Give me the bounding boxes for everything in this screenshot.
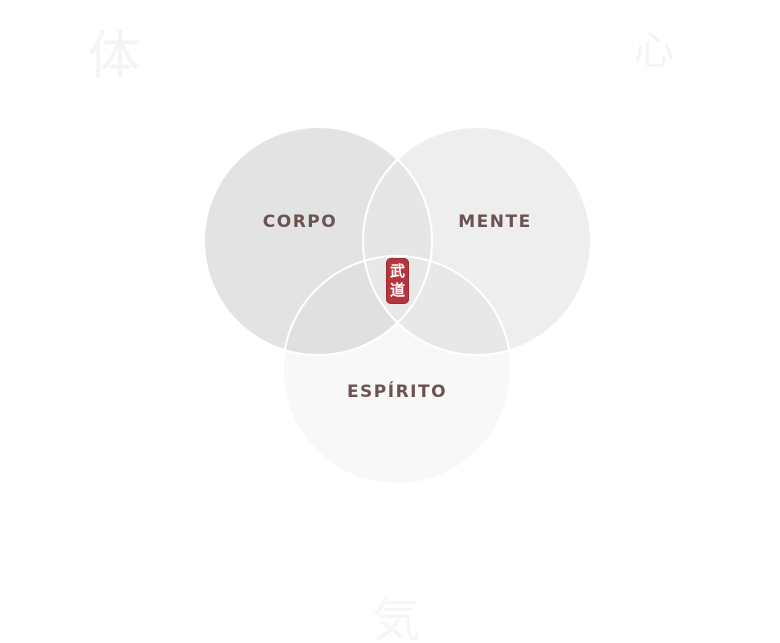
seal-char-top: 武 <box>389 262 405 280</box>
overlap-corpo-espirito <box>283 256 432 355</box>
outline-espirito <box>282 255 512 485</box>
seal-char-bottom: 道 <box>389 281 405 299</box>
label-mente: MENTE <box>458 212 531 232</box>
background-kanji-top-left: 体 <box>88 27 141 87</box>
background-kanji-bottom-center: 気 <box>372 592 421 643</box>
outline-mente <box>362 126 592 356</box>
background-kanji-top-right: 心 <box>634 28 674 74</box>
label-espirito: ESPÍRITO <box>347 380 447 402</box>
outline-corpo <box>203 126 433 356</box>
overlap-mente-espirito <box>363 256 511 355</box>
label-corpo: CORPO <box>263 212 337 232</box>
budo-seal: 武 道 <box>386 258 409 304</box>
